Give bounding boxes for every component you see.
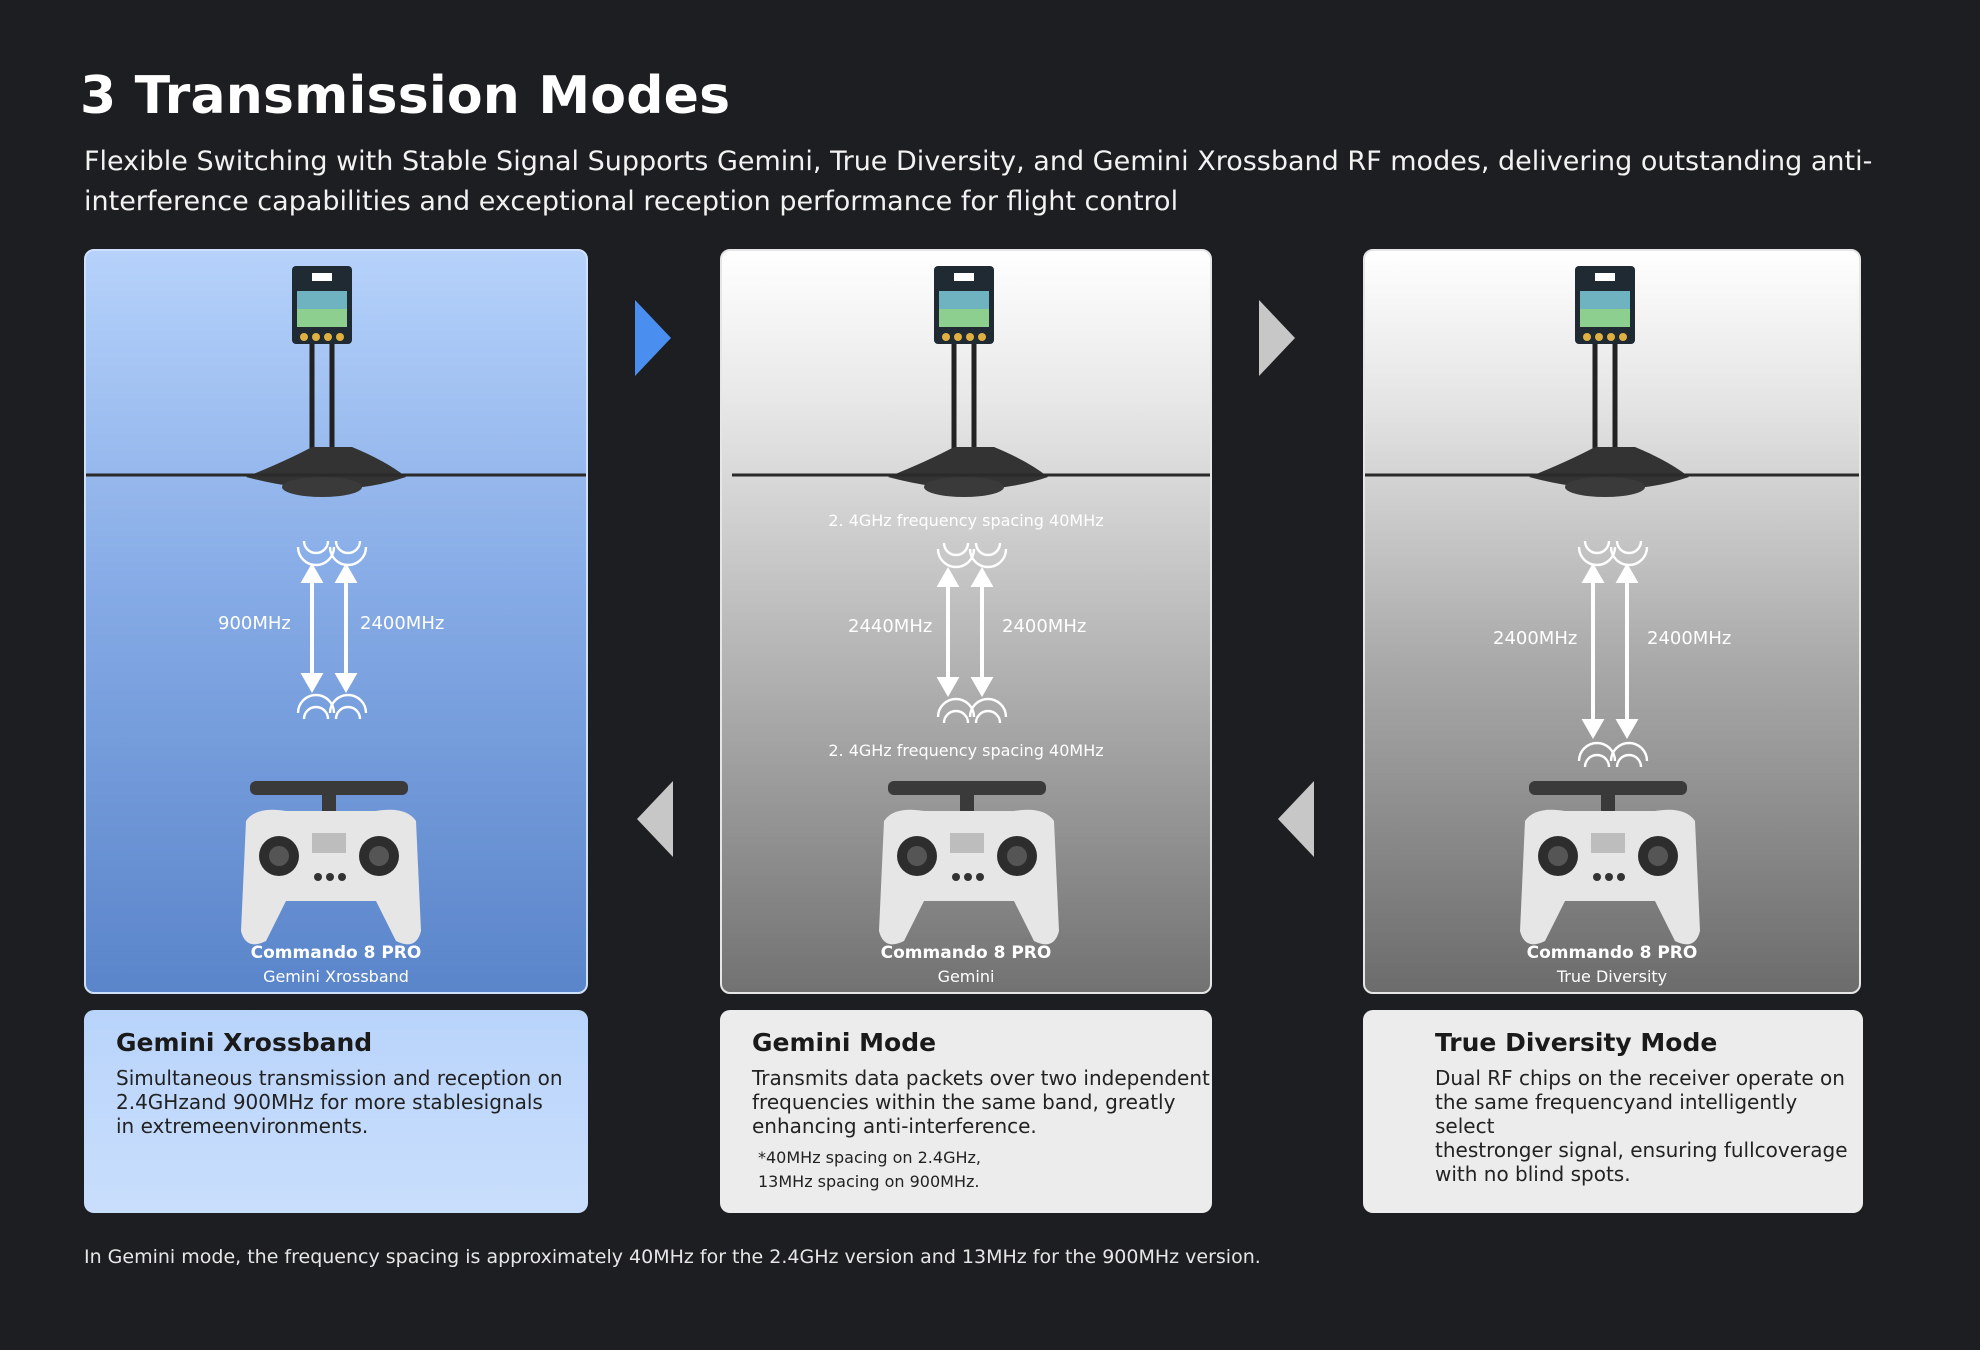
receive-signal-icon — [936, 542, 1008, 569]
card-gemini-mode: Gemini Mode Transmits data packets over … — [720, 1010, 1212, 1213]
diagram-illustration — [1365, 266, 1859, 945]
panel-gemini: 2. 4GHz frequency spacing 40MHz 2440MHz … — [720, 249, 1212, 994]
left-frequency-label: 2400MHz — [1493, 628, 1578, 649]
card-note: *40MHz spacing on 2.4GHz, 13MHz spacing … — [758, 1146, 981, 1194]
card-description-line: Transmits data packets over two independ… — [752, 1066, 1210, 1090]
controller-name: Commando 8 PRO — [1526, 943, 1698, 963]
card-true-diversity-mode: True Diversity Mode Dual RF chips on the… — [1363, 1010, 1863, 1213]
card-description-line: frequencies within the same band, greatl… — [752, 1090, 1176, 1114]
footer-note: In Gemini mode, the frequency spacing is… — [84, 1246, 1261, 1268]
right-frequency-label: 2400MHz — [1647, 628, 1732, 649]
radio-controller-icon — [879, 781, 1059, 945]
left-frequency-label: 900MHz — [218, 613, 291, 634]
card-description-line: the same frequencyand intelligently sele… — [1435, 1090, 1798, 1138]
previous-arrow-icon — [1278, 781, 1314, 857]
previous-arrow-icon — [637, 781, 673, 857]
antenna-mount-icon — [1529, 344, 1689, 497]
receiver-module-icon — [1575, 266, 1635, 344]
controller-mode: True Diversity — [1556, 967, 1668, 986]
page-subtitle: Flexible Switching with Stable Signal Su… — [84, 146, 1873, 217]
bidirectional-arrows-icon — [300, 562, 358, 694]
card-description-line: in extremeenvironments. — [116, 1114, 369, 1138]
card-description-line: 2.4GHzand 900MHz for more stablesignals — [116, 1090, 543, 1114]
page-title: 3 Transmission Modes — [80, 66, 731, 126]
next-arrow-icon — [635, 300, 671, 376]
card-description-line: with no blind spots. — [1435, 1162, 1631, 1186]
card-description-line: enhancing anti-interference. — [752, 1114, 1037, 1138]
receiver-module-icon — [292, 266, 352, 344]
transmit-signal-icon — [296, 693, 368, 720]
right-frequency-label: 2400MHz — [360, 613, 445, 634]
diagram-illustration — [86, 266, 586, 945]
bidirectional-arrows-icon — [936, 566, 994, 698]
card-gemini-xrossband: Gemini Xrossband Simultaneous transmissi… — [84, 1010, 588, 1213]
controller-name: Commando 8 PRO — [880, 943, 1052, 963]
card-title: Gemini Mode — [752, 1028, 937, 1057]
card-description: Simultaneous transmission and reception … — [116, 1066, 563, 1138]
controller-mode: Gemini — [937, 967, 995, 986]
card-description-line: thestronger signal, ensuring fullcoverag… — [1435, 1138, 1848, 1162]
transmit-signal-icon — [936, 697, 1008, 724]
bottom-spacing-label: 2. 4GHz frequency spacing 40MHz — [828, 741, 1104, 760]
card-note-line: 13MHz spacing on 900MHz. — [758, 1172, 980, 1191]
antenna-mount-icon — [888, 344, 1048, 497]
controller-name: Commando 8 PRO — [250, 943, 422, 963]
card-title: True Diversity Mode — [1435, 1028, 1718, 1057]
top-spacing-label: 2. 4GHz frequency spacing 40MHz — [828, 511, 1104, 530]
panel-true-diversity: 2400MHz 2400MHz Commando 8 PRO True Dive… — [1363, 249, 1861, 994]
bidirectional-arrows-icon — [1581, 562, 1639, 740]
radio-controller-icon — [241, 781, 421, 945]
transmit-signal-icon — [1577, 741, 1649, 768]
receive-signal-icon — [296, 540, 368, 567]
next-arrow-icon — [1259, 300, 1295, 376]
diagram-illustration — [732, 266, 1210, 945]
receive-signal-icon — [1577, 540, 1649, 567]
radio-controller-icon — [1520, 781, 1700, 945]
left-frequency-label: 2440MHz — [848, 616, 933, 637]
card-description: Dual RF chips on the receiver operate on… — [1435, 1066, 1863, 1186]
antenna-mount-icon — [246, 344, 406, 497]
receiver-module-icon — [934, 266, 994, 344]
panel-gemini-xrossband: 900MHz 2400MHz Commando 8 PRO Gemini Xro… — [84, 249, 588, 994]
card-description-line: Simultaneous transmission and reception … — [116, 1066, 563, 1090]
card-description-line: Dual RF chips on the receiver operate on — [1435, 1066, 1845, 1090]
right-frequency-label: 2400MHz — [1002, 616, 1087, 637]
card-title: Gemini Xrossband — [116, 1028, 373, 1057]
card-description: Transmits data packets over two independ… — [752, 1066, 1210, 1138]
card-note-line: *40MHz spacing on 2.4GHz, — [758, 1148, 981, 1167]
controller-mode: Gemini Xrossband — [263, 967, 409, 986]
